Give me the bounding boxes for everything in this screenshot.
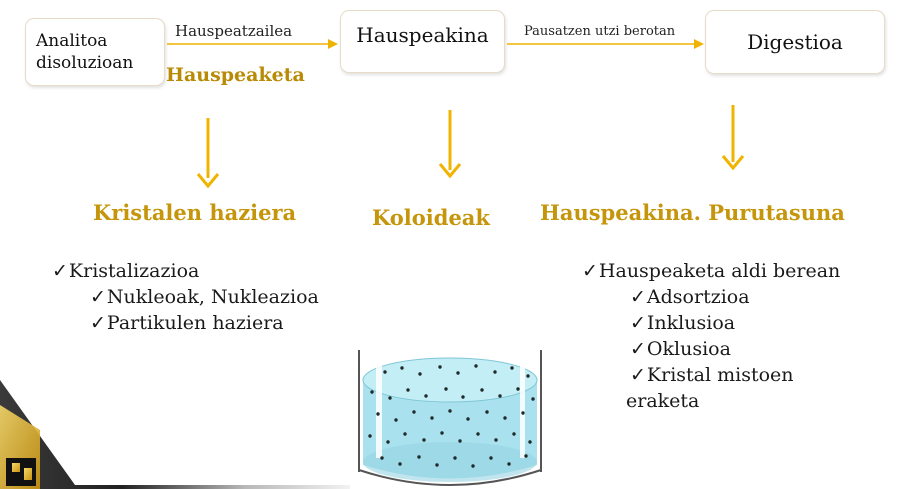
list-item: ✓Nukleoak, Nukleazioa (90, 286, 319, 308)
check-icon: ✓ (630, 338, 646, 360)
down-arrow-middle (438, 110, 462, 179)
check-icon: ✓ (630, 286, 646, 308)
colloids-heading: Koloideak (372, 205, 490, 230)
precipitating-agent-label: Hauspeatzailea (175, 22, 293, 40)
list-item: ✓Hauspeaketa aldi berean (582, 260, 841, 282)
precipitate-box: Hauspeakina (340, 10, 505, 73)
check-icon: ✓ (630, 312, 646, 334)
analyte-in-solution-box: Analitoa disoluzioan (25, 18, 165, 86)
precipitation-label: Hauspeaketa (166, 64, 305, 86)
digestion-box-label: Digestioa (747, 30, 843, 54)
list-item: ✓Adsortzioa (630, 286, 750, 308)
precipitate-purity-list: ✓Hauspeaketa aldi berean ✓Adsortzioa ✓In… (582, 258, 840, 414)
let-rest-hot-label: Pausatzen utzi berotan (524, 24, 676, 39)
precipitate-box-label: Hauspeakina (356, 23, 489, 47)
beaker-illustration (358, 348, 542, 486)
list-item: ✓Partikulen haziera (90, 312, 284, 334)
crystal-growth-list: ✓Kristalizazioa ✓Nukleoak, Nukleazioa ✓P… (52, 258, 319, 336)
check-icon: ✓ (90, 286, 106, 308)
digestion-box: Digestioa (705, 10, 885, 74)
down-arrow-left (196, 118, 220, 189)
list-item: ✓Inklusioa (630, 312, 736, 334)
check-icon: ✓ (52, 260, 68, 282)
list-item: ✓Kristalizazioa (52, 260, 200, 282)
corner-ribbon-decoration (0, 380, 350, 489)
analyte-box-line1: Analitoa (36, 31, 108, 51)
check-icon: ✓ (582, 260, 598, 282)
precipitate-purity-heading: Hauspeakina. Purutasuna (540, 200, 845, 225)
down-arrow-right (721, 105, 745, 171)
crystal-growth-heading: Kristalen haziera (93, 200, 297, 225)
list-item-continuation: eraketa (626, 390, 700, 412)
analyte-box-line2: disoluzioan (36, 53, 134, 73)
check-icon: ✓ (90, 312, 106, 334)
check-icon: ✓ (630, 364, 646, 386)
list-item: ✓Oklusioa (630, 338, 731, 360)
list-item: ✓Kristal mistoen (630, 364, 794, 386)
